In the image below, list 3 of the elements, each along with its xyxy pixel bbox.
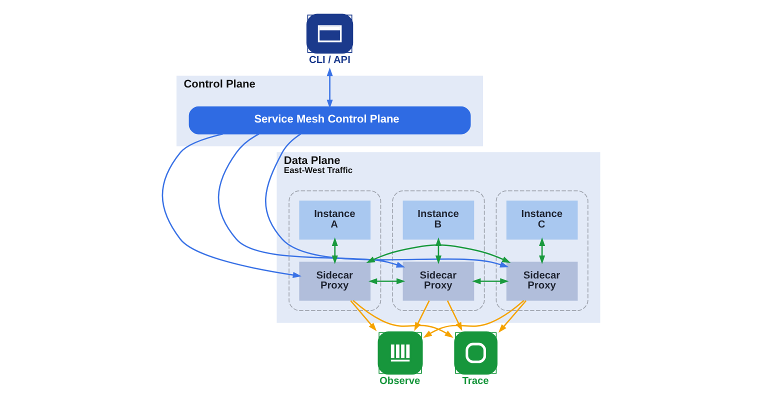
node-label: CLI / API	[308, 55, 350, 66]
node-label: Observe	[378, 376, 420, 388]
node-label: Trace	[462, 376, 488, 388]
